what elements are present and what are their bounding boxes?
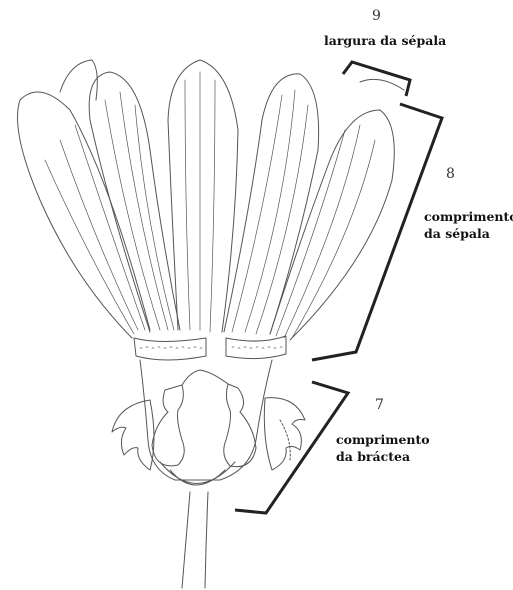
sepal-width-label: largura da sépala — [324, 32, 446, 49]
sepal-1 — [18, 92, 151, 338]
sepal-length-label-line2: da sépala — [424, 225, 513, 242]
bract-length-label-line2: da bráctea — [336, 448, 430, 465]
sepal-3 — [168, 60, 238, 332]
sepal-veins — [45, 72, 375, 338]
bract-length-label: comprimento da bráctea — [336, 431, 430, 465]
sepal-tip — [360, 79, 404, 90]
flower-drawing — [18, 60, 405, 588]
bract-right — [264, 398, 305, 470]
bracket-sepal-length — [312, 104, 442, 360]
stem — [182, 492, 208, 588]
corona-left — [134, 338, 206, 360]
bract-length-number: 7 — [375, 397, 384, 413]
ovary-left — [152, 385, 184, 466]
sepal-length-label: comprimento da sépala — [424, 208, 513, 242]
bracket-bract-length — [235, 382, 348, 513]
sepal-4 — [224, 74, 319, 334]
sepal-2 — [89, 72, 180, 332]
bract-length-label-line1: comprimento — [336, 431, 430, 448]
sepal-length-number: 8 — [446, 166, 455, 182]
corona-dots — [140, 347, 282, 348]
sepal-width-number: 9 — [372, 8, 381, 24]
sepal-length-label-line1: comprimento — [424, 208, 513, 225]
sepal-6 — [60, 60, 97, 100]
